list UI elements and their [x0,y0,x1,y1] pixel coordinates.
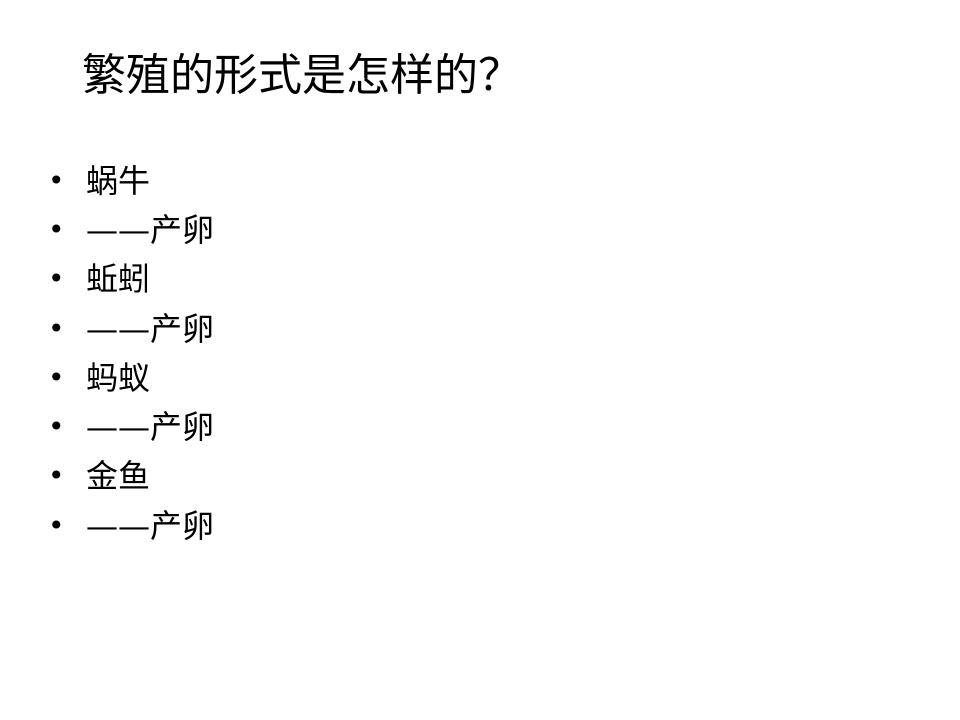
list-item: • 蚯蚓 [48,255,214,304]
list-item: • ——产卵 [48,205,214,254]
bullet-list: • 蜗牛 • ——产卵 • 蚯蚓 • ——产卵 • 蚂蚁 • ——产卵 • 金鱼… [48,156,214,550]
list-item: • ——产卵 [48,304,214,353]
bullet-dot-icon: • [48,212,65,246]
list-item-text: 蜗牛 [86,161,151,200]
list-item-text: 蚂蚁 [86,358,151,397]
list-item: • 蚂蚁 [48,353,214,402]
bullet-dot-icon: • [48,459,65,493]
list-item: • 蜗牛 [48,156,214,205]
list-item-text: ——产卵 [86,210,215,249]
list-item-text: ——产卵 [86,408,215,447]
list-item-text: 蚯蚓 [86,260,151,299]
bullet-dot-icon: • [48,311,65,345]
list-item: • 金鱼 [48,452,214,501]
bullet-dot-icon: • [48,163,65,197]
slide-title: 繁殖的形式是怎样的？ [82,50,522,101]
list-item-text: 金鱼 [86,457,151,496]
list-item-text: ——产卵 [86,506,215,545]
bullet-dot-icon: • [48,410,65,444]
bullet-dot-icon: • [48,508,65,542]
bullet-dot-icon: • [48,360,65,394]
list-item: • ——产卵 [48,402,214,451]
list-item: • ——产卵 [48,501,214,550]
list-item-text: ——产卵 [86,309,215,348]
bullet-dot-icon: • [48,262,65,296]
